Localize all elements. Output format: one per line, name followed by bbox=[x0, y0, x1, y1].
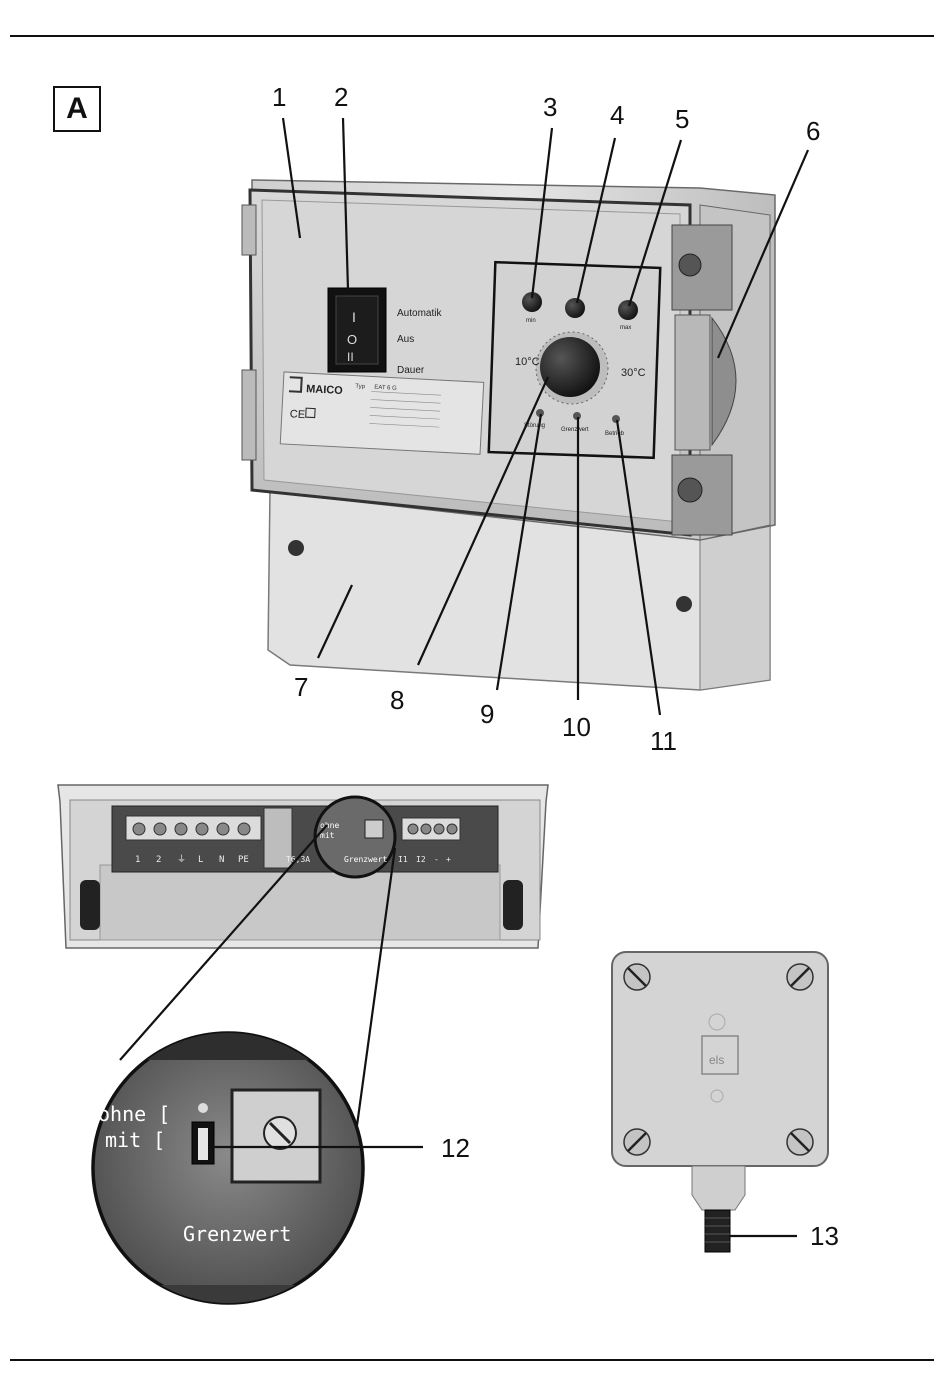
terminal-1: 1 bbox=[135, 855, 140, 865]
small-grenzwert: Grenzwert bbox=[344, 855, 388, 864]
plate-typ: Typ bbox=[355, 384, 366, 391]
temp-high-label: 30°C bbox=[621, 367, 646, 379]
knob-max-label: max bbox=[620, 325, 631, 331]
ce-mark: CE bbox=[289, 408, 305, 421]
callout-12: 12 bbox=[441, 1135, 470, 1161]
zoom-mit-label: mit [ bbox=[105, 1128, 165, 1152]
callout-2: 2 bbox=[334, 84, 348, 110]
callout-7: 7 bbox=[294, 674, 308, 700]
sensor-logo-text: els bbox=[709, 1053, 724, 1067]
callout-1: 1 bbox=[272, 84, 286, 110]
brand-name: MAICO bbox=[306, 383, 344, 397]
callout-13: 13 bbox=[810, 1223, 839, 1249]
switch-symbol-o: O bbox=[347, 332, 357, 347]
led-betrieb bbox=[612, 415, 620, 423]
zoom-grenzwert-label: Grenzwert bbox=[183, 1222, 291, 1246]
rating-plate: MAICO CE Typ EAT 6 G bbox=[280, 372, 483, 454]
terminal-plus: + bbox=[446, 855, 451, 864]
callout-8: 8 bbox=[390, 687, 404, 713]
plate-typ-value: EAT 6 G bbox=[374, 385, 397, 392]
terminal-pe: PE bbox=[238, 855, 249, 865]
terminal-ground: ⏚ bbox=[177, 854, 186, 865]
terminal-i2: I2 bbox=[416, 855, 426, 864]
terminal-minus: - bbox=[434, 855, 439, 864]
callout-3: 3 bbox=[543, 94, 557, 120]
label-dauer: Dauer bbox=[397, 365, 425, 376]
open-terminal-housing: 1 2 ⏚ L N PE T6,3A I1 I2 - + ohne mit Gr… bbox=[58, 785, 548, 948]
callout-6: 6 bbox=[806, 118, 820, 144]
sensor-cable bbox=[705, 1210, 730, 1252]
callout-11: 11 bbox=[650, 728, 677, 754]
callout-5: 5 bbox=[675, 106, 689, 132]
small-jumper-mit: mit bbox=[320, 831, 335, 840]
terminal-n: N bbox=[219, 855, 224, 865]
knob-mid bbox=[565, 298, 585, 318]
terminal-i1: I1 bbox=[398, 855, 408, 864]
switch-symbol-i: I bbox=[352, 309, 356, 325]
label-aus: Aus bbox=[397, 334, 414, 345]
callout-9: 9 bbox=[480, 701, 494, 727]
switch-symbol-ii: II bbox=[347, 350, 354, 364]
callout-10: 10 bbox=[562, 714, 591, 740]
label-automatik: Automatik bbox=[397, 308, 442, 319]
zoom-ohne-label: ohne [ bbox=[98, 1102, 170, 1126]
terminal-2: 2 bbox=[156, 855, 161, 865]
led-grenzwert-label: Grenzwert bbox=[561, 427, 589, 433]
led-betrieb-label: Betrieb bbox=[605, 431, 625, 437]
zoom-detail: ohne [ mit [ Grenzwert bbox=[90, 1030, 370, 1315]
terminal-l: L bbox=[198, 855, 203, 865]
temp-low-label: 10°C bbox=[515, 356, 540, 368]
callout-4: 4 bbox=[610, 102, 624, 128]
sensor-box: els bbox=[612, 952, 828, 1252]
knob-min-label: min bbox=[526, 318, 536, 324]
